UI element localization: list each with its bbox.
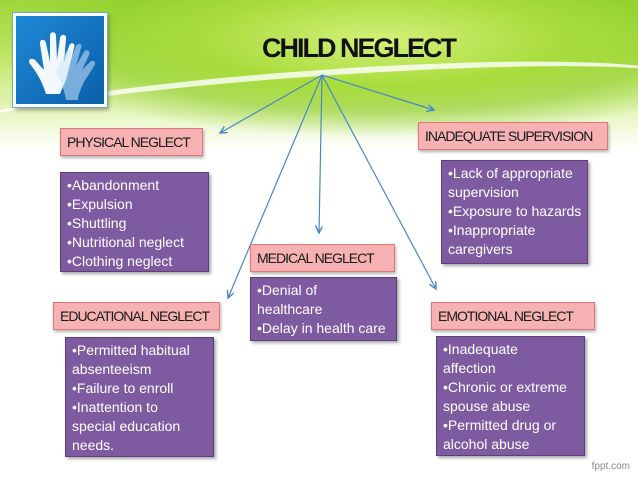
list-item: •Denial of <box>257 282 318 298</box>
list-item: healthcare <box>257 301 323 317</box>
physical-neglect-heading: PHYSICAL NEGLECT <box>60 128 203 156</box>
emotional-neglect-box: •Inadequate affection •Chronic or extrem… <box>436 336 585 456</box>
list-item: •Exposure to hazards <box>448 203 582 219</box>
list-item: •Inattention to <box>72 399 158 415</box>
list-item: needs. <box>72 437 115 453</box>
inadequate-supervision-heading: INADEQUATE SUPERVISION <box>418 122 608 150</box>
inadequate-supervision-box: •Lack of appropriate supervision •Exposu… <box>441 160 588 264</box>
list-item: absenteeism <box>72 361 152 377</box>
list-item: •Shuttling <box>67 215 127 231</box>
list-item: •Expulsion <box>67 196 133 212</box>
diagram-title: CHILD NEGLECT <box>262 33 457 63</box>
list-item: •Inappropriate <box>448 222 536 238</box>
list-item: •Clothing neglect <box>67 253 173 269</box>
hands-logo-icon <box>13 13 107 107</box>
list-item: •Failure to enroll <box>72 380 174 396</box>
list-item: affection <box>443 360 496 376</box>
list-item: •Abandonment <box>67 177 160 193</box>
list-item: •Nutritional neglect <box>67 234 184 250</box>
list-item: alcohol abuse <box>443 436 530 452</box>
list-item: special education <box>72 418 181 434</box>
medical-neglect-heading: MEDICAL NEGLECT <box>250 244 395 272</box>
arrow-to-emotional <box>321 74 436 289</box>
educational-neglect-heading: EDUCATIONAL NEGLECT <box>53 302 220 330</box>
arrow-to-educational <box>228 74 323 298</box>
list-item: spouse abuse <box>443 398 531 414</box>
educational-neglect-box: •Permitted habitual absenteeism •Failure… <box>65 337 214 457</box>
list-item: •Lack of appropriate <box>448 165 573 181</box>
list-item: •Delay in health care <box>257 320 386 336</box>
arrow-to-supervision <box>321 74 434 110</box>
arrow-to-medical <box>319 74 322 233</box>
watermark: fppt.com <box>591 461 630 472</box>
list-item: •Permitted habitual <box>72 342 190 358</box>
arrow-to-physical <box>220 74 323 133</box>
list-item: supervision <box>448 184 519 200</box>
physical-neglect-box: •Abandonment •Expulsion •Shuttling •Nutr… <box>60 172 209 272</box>
list-item: •Chronic or extreme <box>443 379 567 395</box>
list-item: caregivers <box>448 241 513 257</box>
emotional-neglect-heading: EMOTIONAL NEGLECT <box>431 302 595 330</box>
medical-neglect-box: •Denial of healthcare •Delay in health c… <box>250 277 397 341</box>
list-item: •Inadequate <box>443 341 518 357</box>
list-item: •Permitted drug or <box>443 417 557 433</box>
